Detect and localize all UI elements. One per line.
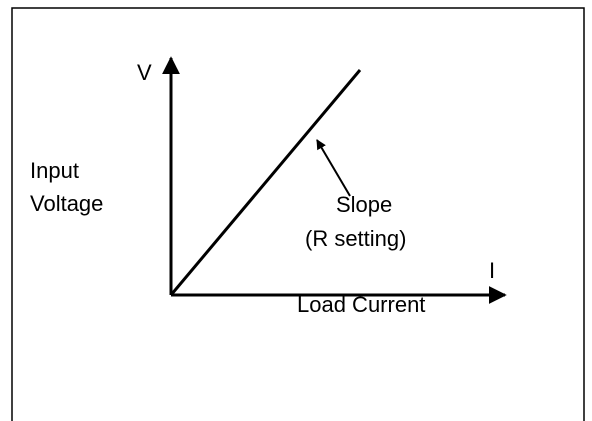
y-axis-label-line2: Voltage	[30, 191, 103, 216]
y-axis-label-line1: Input	[30, 158, 79, 183]
annotation-line2: (R setting)	[305, 226, 406, 251]
frame-border	[11, 7, 585, 421]
slope-line	[169, 69, 362, 296]
x-axis-label: Load Current	[297, 292, 425, 317]
slope-pointer-arrow	[316, 139, 351, 197]
y-axis-symbol: V	[137, 60, 152, 85]
annotation-line1: Slope	[336, 192, 392, 217]
x-axis-symbol: I	[489, 258, 495, 283]
